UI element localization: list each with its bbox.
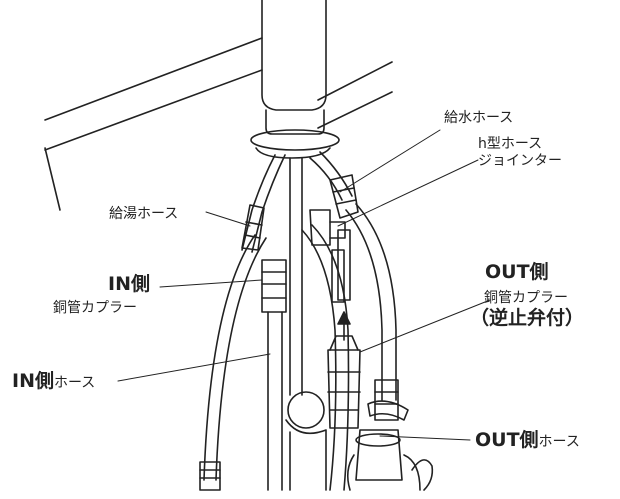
pipe-stub xyxy=(337,229,351,301)
pipe-stub-lower xyxy=(331,249,345,303)
leader-water-supply xyxy=(339,129,441,193)
label-out-side-title: OUT側 xyxy=(485,261,549,283)
in-coupler xyxy=(261,259,287,313)
label-out-side-sub: 銅管カプラー xyxy=(484,290,568,306)
hose-loop xyxy=(301,229,337,491)
faucet-nut xyxy=(265,109,325,135)
label-hot-water-hose: 給湯ホース xyxy=(109,206,179,222)
label-out-side-note: （逆止弁付） xyxy=(470,307,585,329)
label-h-joint-line1: h型ホース xyxy=(478,136,543,152)
label-in-hose-rest: ホース xyxy=(53,375,96,391)
label-out-hose-rest: ホース xyxy=(538,434,580,450)
counter-edge-top-right xyxy=(317,61,393,101)
out-coupler-cone xyxy=(329,335,359,351)
counter-edge-top xyxy=(44,37,263,121)
leader-hot-water xyxy=(205,211,251,227)
label-out-hose: OUT側ホース xyxy=(475,429,580,451)
hot-hose-fitting xyxy=(241,204,265,251)
leader-out-coupler xyxy=(359,299,491,353)
label-in-side-sub: 銅管カプラー xyxy=(53,300,137,316)
stop-valve xyxy=(355,429,403,481)
right-hose-fitting xyxy=(374,379,399,421)
water-supply-hose xyxy=(309,157,343,201)
leader-h-joint xyxy=(337,159,479,227)
label-water-supply-hose: 給水ホース xyxy=(444,110,514,126)
counter-edge-mid xyxy=(44,69,263,151)
leader-out-hose xyxy=(379,435,471,441)
left-long-hose xyxy=(203,234,256,481)
faucet-body xyxy=(261,0,327,111)
ball-joint xyxy=(287,391,325,429)
supply-hose-fitting xyxy=(329,174,359,219)
label-in-side-title: IN側 xyxy=(108,273,150,295)
label-in-hose: IN側ホース xyxy=(12,370,96,392)
leader-in-hose xyxy=(117,353,271,382)
out-coupler xyxy=(327,349,361,429)
h-joint xyxy=(309,209,331,246)
valve-handle xyxy=(411,459,434,491)
faucet-base-ring xyxy=(250,129,340,151)
label-h-joint: h型ホース ジョインター xyxy=(478,136,608,170)
hot-water-hose xyxy=(241,154,276,251)
label-out-hose-bold: OUT側 xyxy=(475,429,539,451)
counter-edge-mid-right xyxy=(317,91,393,129)
label-h-joint-line2: ジョインター xyxy=(478,153,562,169)
leader-in-coupler xyxy=(159,279,263,288)
flow-arrow-head xyxy=(337,311,351,325)
right-long-hose xyxy=(345,209,383,401)
counter-edge-low xyxy=(44,147,61,211)
left-hose-end-fitting xyxy=(199,461,221,491)
label-in-hose-bold: IN側 xyxy=(12,370,54,392)
clip xyxy=(367,400,409,421)
